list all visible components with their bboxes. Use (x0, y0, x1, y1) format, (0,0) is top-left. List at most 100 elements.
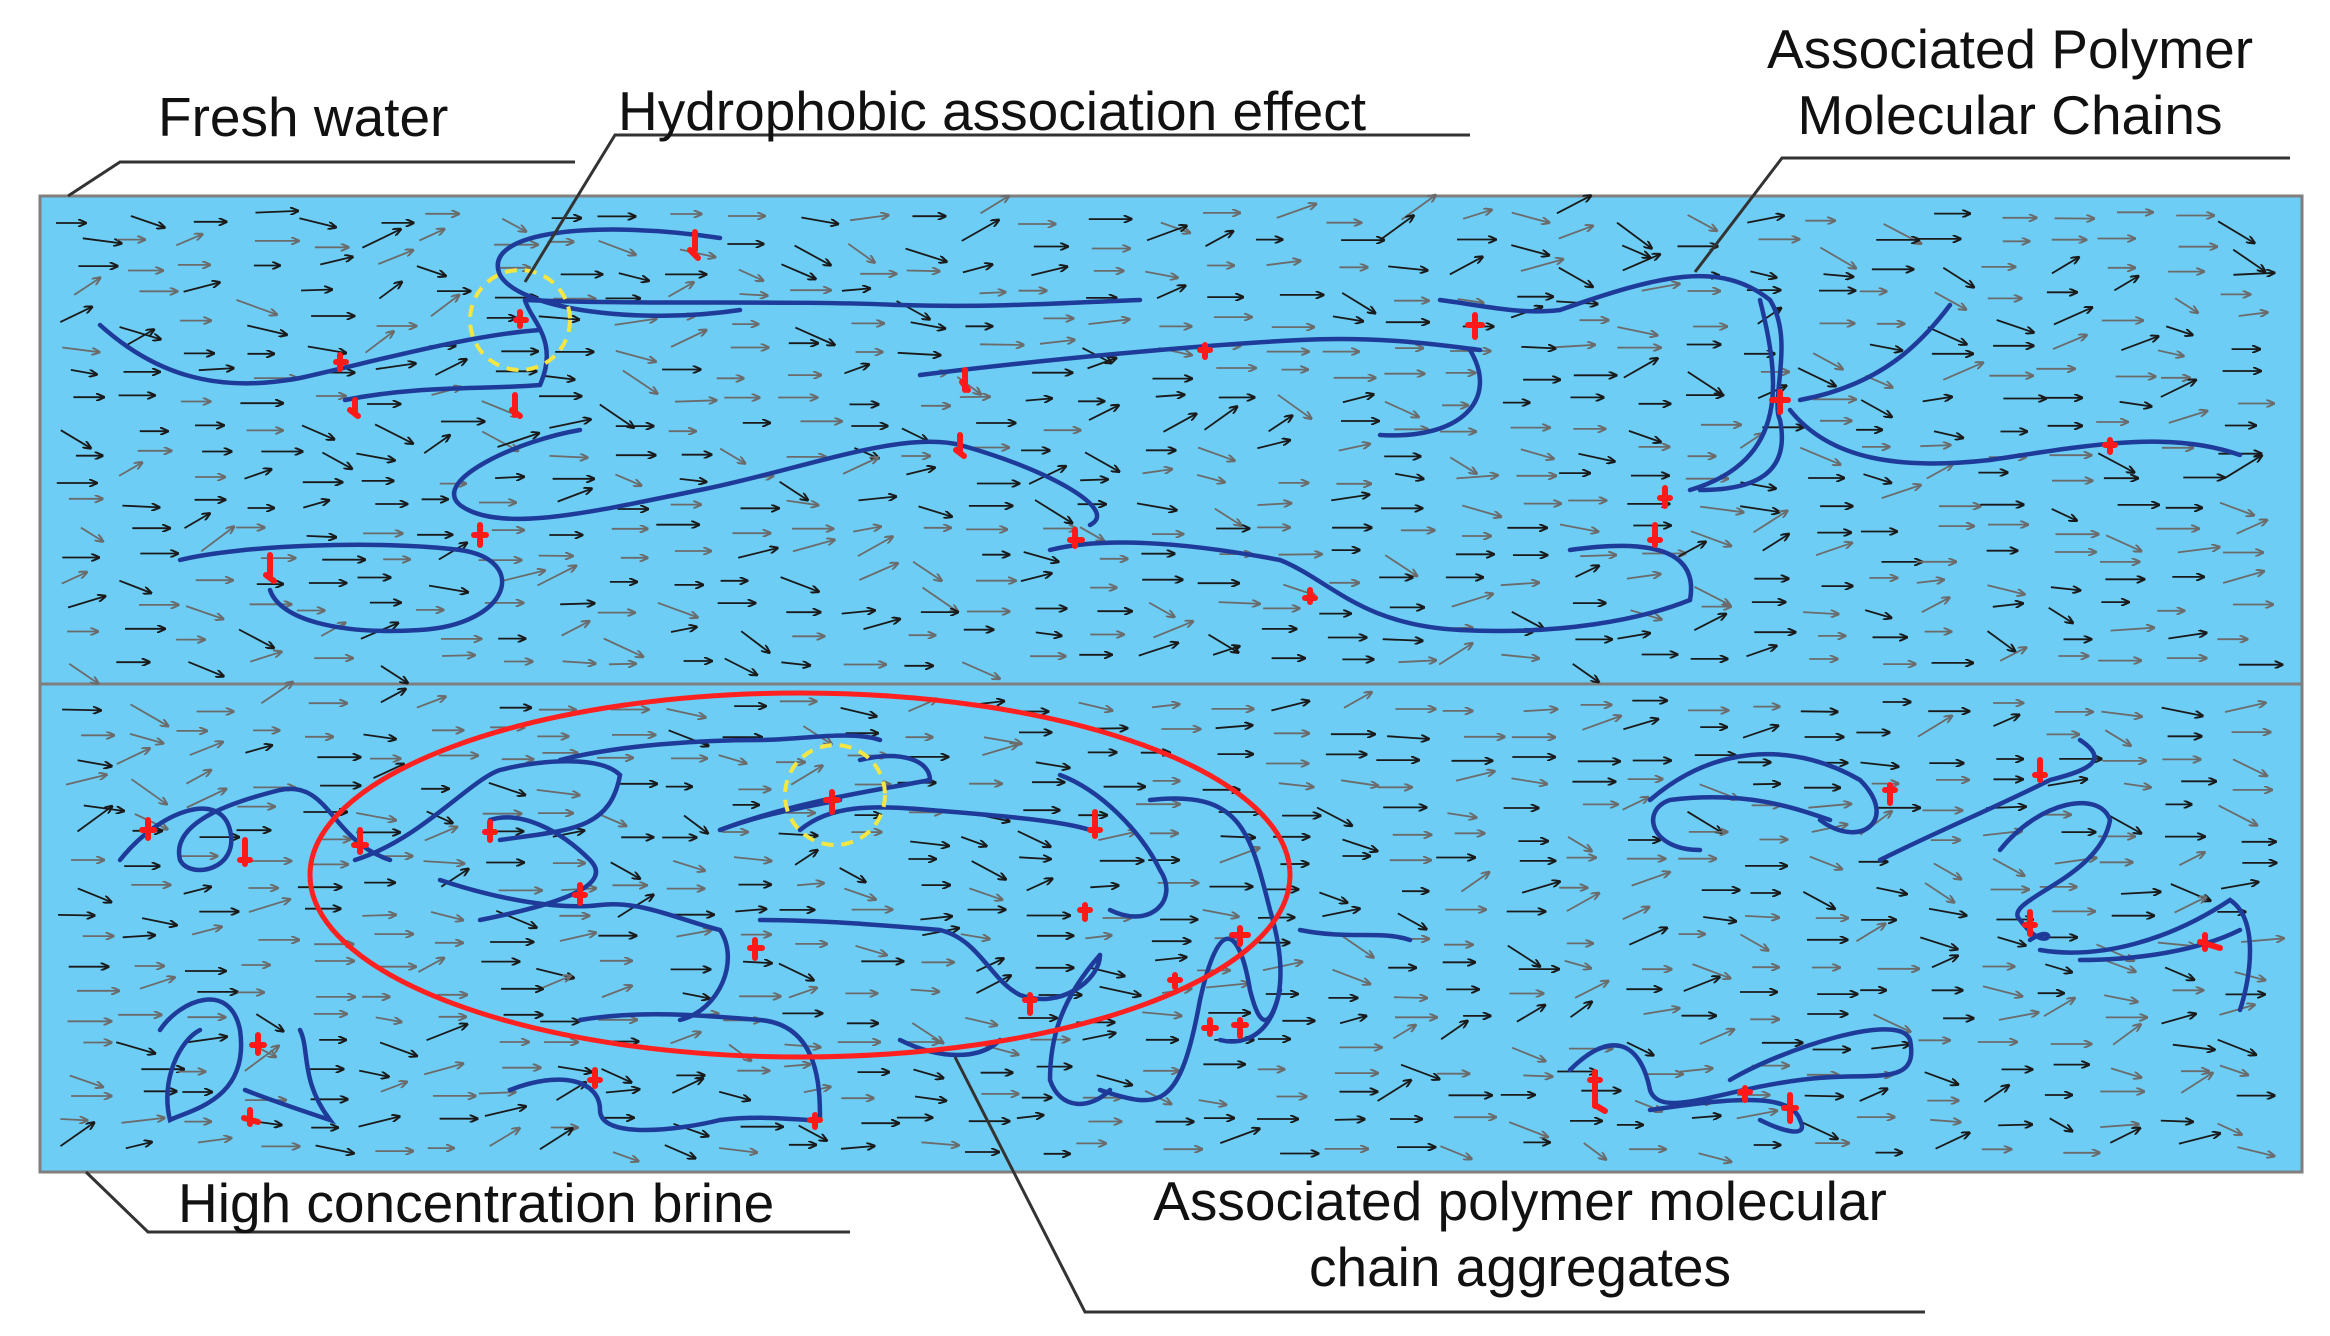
flow-arrow (1617, 633, 1651, 640)
flow-arrow (682, 992, 710, 998)
flow-arrow (183, 887, 211, 895)
flow-arrow (1578, 452, 1615, 462)
flow-arrow (380, 689, 406, 704)
flow-arrow (127, 330, 154, 346)
flow-arrow (1341, 935, 1374, 958)
flow-arrow (2168, 633, 2206, 640)
association-marker (1781, 1092, 1799, 1124)
flow-arrow (1863, 473, 1892, 483)
flow-arrow (423, 861, 465, 864)
flow-arrow (1823, 274, 1854, 277)
leader-lines (67, 133, 2290, 1314)
flow-arrow (910, 321, 946, 328)
association-marker (241, 1107, 261, 1127)
flow-arrow (670, 330, 707, 348)
association-marker (333, 352, 349, 372)
flow-arrow (718, 754, 747, 763)
association-marker (1022, 992, 1038, 1016)
flow-arrow (615, 473, 641, 485)
flow-arrow (430, 911, 463, 920)
flow-arrow (315, 1144, 354, 1154)
flow-arrow (2220, 882, 2258, 890)
flow-arrow (1511, 211, 1550, 223)
flow-arrow (130, 215, 165, 228)
flow-arrow (65, 775, 107, 786)
flow-arrow (913, 1068, 944, 1079)
flow-arrow (614, 319, 657, 326)
flow-arrow (1142, 469, 1172, 475)
flow-arrow (380, 1082, 407, 1093)
flow-arrow (912, 561, 942, 581)
polymer-chain (1797, 302, 1953, 403)
flow-arrow (979, 344, 1024, 345)
flow-arrow (961, 661, 1000, 679)
flow-arrow (794, 244, 831, 266)
flow-arrow (549, 419, 590, 429)
flow-arrow (657, 601, 698, 618)
flow-arrow (1016, 1115, 1044, 1118)
flow-arrow (670, 627, 697, 633)
flow-arrow (1457, 299, 1484, 303)
associated-chains-label-line2: Molecular Chains (1797, 84, 2223, 146)
flow-arrow (244, 1046, 279, 1072)
flow-arrow (1745, 916, 1779, 918)
polymer-chain (1997, 800, 2113, 943)
flow-arrow (1388, 265, 1427, 270)
polymer-chain (177, 542, 505, 634)
polymer-chain (1647, 751, 1879, 835)
flow-arrow (1871, 1044, 1910, 1050)
flow-arrow (979, 292, 1006, 293)
flow-arrow (238, 628, 274, 649)
flow-arrow (784, 1064, 810, 1066)
flow-arrow (599, 813, 627, 827)
flow-arrow (1643, 1008, 1680, 1015)
flow-arrow (965, 1016, 997, 1025)
flow-arrow (1631, 872, 1670, 887)
flow-arrow (610, 861, 640, 878)
flow-arrow (1564, 959, 1591, 969)
flow-arrow (1622, 254, 1660, 272)
polymer-chain (1647, 1097, 1805, 1134)
flow-arrow (1933, 862, 1962, 879)
flow-arrow (1398, 660, 1436, 662)
flow-arrow (1511, 611, 1544, 629)
flow-arrow (742, 962, 772, 964)
flow-arrow (1736, 1111, 1777, 1120)
flow-arrow (1556, 196, 1591, 215)
flow-arrow (2180, 1073, 2212, 1094)
flow-arrow (198, 368, 234, 370)
flow-arrow (428, 584, 468, 593)
flow-arrow (1380, 216, 1414, 241)
flow-arrow (416, 265, 446, 276)
flow-arrow (1680, 1068, 1713, 1071)
flow-arrow (2236, 520, 2268, 535)
flow-arrow (122, 506, 159, 508)
flow-arrow (2100, 1124, 2139, 1127)
flow-arrow (1699, 505, 1744, 513)
flow-arrow (599, 403, 634, 428)
flow-arrow (2109, 815, 2142, 834)
flow-arrow (185, 770, 211, 785)
flow-arrow (183, 282, 220, 293)
association-marker (1587, 1069, 1608, 1114)
association-marker (1197, 342, 1213, 360)
flow-arrow (1797, 367, 1836, 386)
flow-arrow (1917, 716, 1952, 738)
flow-arrow (1567, 836, 1592, 851)
flow-arrow (1340, 779, 1378, 786)
flow-arrow (1996, 319, 2034, 333)
flow-arrow (1998, 1013, 2039, 1021)
polymer-chain (507, 1077, 813, 1133)
polymer-chain (2077, 927, 2243, 963)
flow-arrow (1155, 957, 1186, 960)
flow-arrow (1808, 804, 1851, 809)
flow-arrow (1332, 968, 1370, 984)
flow-arrow (1626, 1041, 1654, 1055)
flow-arrow (1212, 646, 1240, 656)
flow-arrow (960, 836, 986, 846)
flow-arrow (1155, 395, 1185, 397)
flow-arrow (426, 1024, 468, 1042)
flow-arrow (976, 975, 1011, 994)
flow-arrow (378, 282, 402, 300)
